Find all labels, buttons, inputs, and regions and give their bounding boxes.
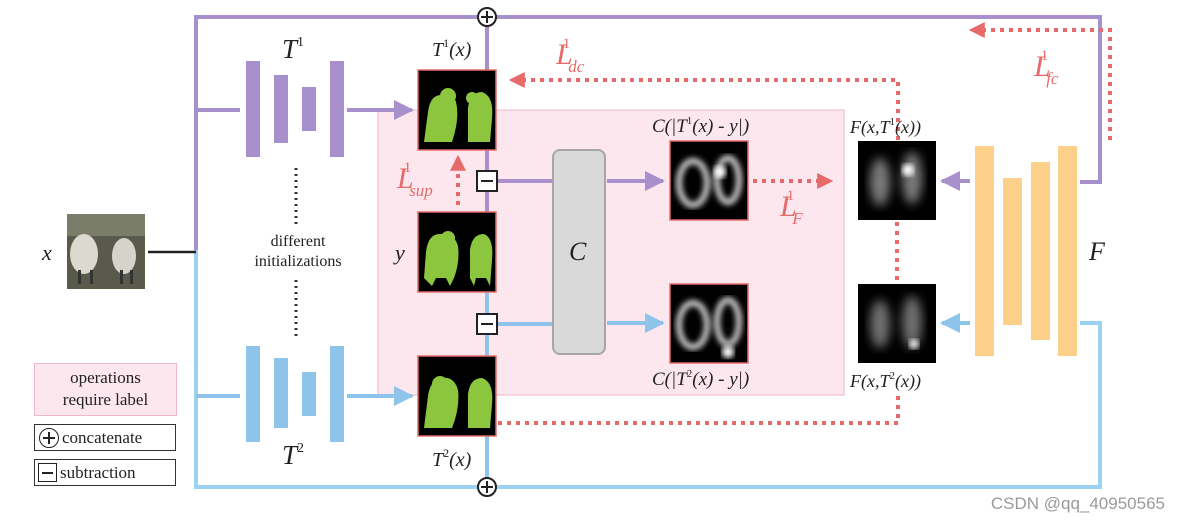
concat-top-icon	[477, 7, 497, 27]
legend-concatenate: concatenate	[34, 424, 176, 451]
t2x-mask	[417, 355, 497, 437]
loss-paths	[450, 22, 1112, 425]
y-label: y	[395, 240, 405, 265]
f-output-bottom	[858, 284, 936, 363]
fc-path	[968, 22, 1112, 140]
dc-path-top	[508, 72, 900, 140]
f-bottom-label: F(x,T2(x))	[850, 370, 921, 391]
top-loop-line	[194, 15, 1102, 250]
t1x-label: T1(x)	[432, 36, 472, 61]
c-heatmap-top	[669, 140, 749, 221]
f-label: F	[1089, 237, 1105, 266]
subtract-bottom-icon	[476, 313, 498, 335]
subtract-top-icon	[476, 170, 498, 192]
f-top-label: F(x,T1(x))	[850, 116, 921, 137]
input-image	[67, 214, 145, 289]
loss-dc: L1dc	[556, 36, 585, 76]
dc-path-bottom	[498, 396, 900, 425]
c-heatmap-bottom	[669, 283, 749, 364]
loss-sup: L1sup	[397, 160, 433, 200]
c-top-label: C(|T1(x) - y|)	[652, 115, 750, 137]
f-network	[975, 146, 1077, 356]
c-bottom-label: C(|T2(x) - y|)	[652, 368, 750, 390]
t2x-label: T2(x)	[432, 446, 472, 471]
y-mask	[417, 211, 497, 293]
c-label: C	[569, 237, 587, 266]
subtraction-icon	[38, 463, 57, 482]
t1x-mask	[417, 69, 497, 151]
loss-fc: L1fc	[1034, 48, 1059, 88]
watermark: CSDN @qq_40950565	[990, 494, 1165, 513]
legend-label-required: operations require label	[34, 363, 177, 416]
t1-label: T1	[282, 34, 305, 64]
f-output-top	[858, 141, 936, 220]
t1-network	[246, 61, 344, 157]
different-init-label: different initializations	[254, 233, 342, 270]
concat-bottom-icon	[477, 477, 497, 497]
t2-label: T2	[282, 440, 305, 470]
concatenate-icon	[39, 427, 59, 448]
bottom-loop-line	[194, 250, 1102, 489]
t2-network	[246, 346, 344, 442]
loss-f: L1F	[780, 188, 803, 228]
c-block	[552, 149, 606, 355]
x-label: x	[42, 240, 52, 265]
legend-subtraction: subtraction	[34, 459, 176, 486]
